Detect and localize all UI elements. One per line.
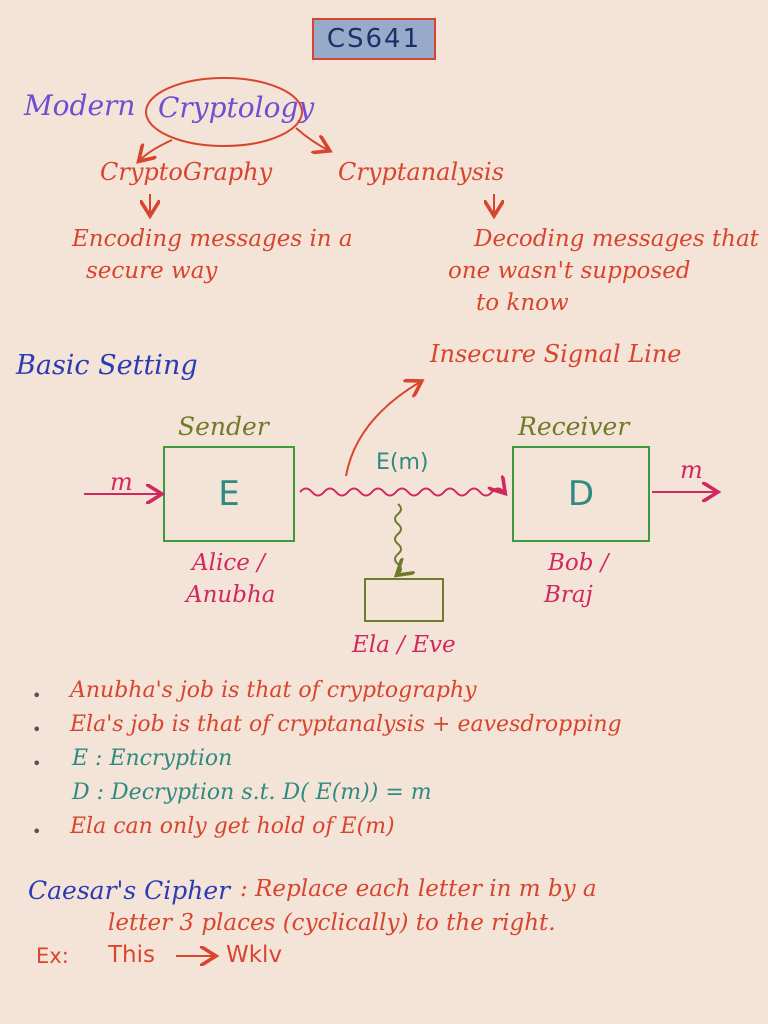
braj-label: Braj [544,582,593,608]
example-label: Ex: [36,944,69,968]
cryptology-ellipse [145,77,303,147]
cryptography-def-line-1: Encoding messages in a [72,226,353,252]
cryptanalysis-def-line-1: Decoding messages that [474,226,759,252]
example-plaintext: This [108,942,155,968]
note-anubha-job: Anubha's job is that of cryptography [70,678,477,703]
modern-label: Modern [24,89,136,122]
basic-setting-heading: Basic Setting [16,350,198,381]
cryptanalysis-branch: Cryptanalysis [338,158,505,186]
alice-label: Alice / [192,550,265,576]
cryptography-branch: CryptoGraphy [100,158,273,186]
receiver-label: Receiver [518,412,630,441]
note-ela-access: Ela can only get hold of E(m) [70,814,395,839]
bullet-icon: • [32,720,42,739]
eavesdropper-box [364,578,444,622]
caesar-title: Caesar's Cipher [28,876,231,905]
output-message-label: m [680,456,703,484]
insecure-line-label: Insecure Signal Line [430,340,682,368]
caesar-desc-line-1: : Replace each letter in m by a [240,876,597,902]
note-ela-job: Ela's job is that of cryptanalysis + eav… [70,712,622,737]
ciphertext-label: E(m) [376,450,429,475]
note-decryption: D : Decryption s.t. D( E(m)) = m [72,780,432,805]
cryptology-to-cryptography-arrow [140,139,173,160]
bullet-icon: • [32,754,42,773]
sender-label: Sender [178,412,269,441]
bob-label: Bob / [548,550,609,576]
channel-wave [299,489,504,497]
bullet-icon: • [32,686,42,705]
example-ciphertext: Wklv [226,942,283,968]
caesar-desc-line-2: letter 3 places (cyclically) to the righ… [108,910,556,936]
eve-label: Ela / Eve [352,632,456,658]
input-message-label: m [110,468,133,496]
eavesdrop-wave [395,503,401,574]
cryptanalysis-def-line-3: to know [476,290,569,316]
course-title-box: CS641 [312,18,436,60]
cryptography-def-line-2: secure way [86,258,218,284]
insecure-line-arrow [345,382,420,477]
cryptology-label: Cryptology [158,91,315,124]
cryptanalysis-def-line-2: one wasn't supposed [448,258,691,284]
cryptology-to-cryptanalysis-arrow [295,127,328,150]
bullet-icon: • [32,822,42,841]
note-encryption: E : Encryption [72,746,233,771]
anubha-label: Anubha [186,582,276,608]
decryption-box: D [512,446,650,542]
